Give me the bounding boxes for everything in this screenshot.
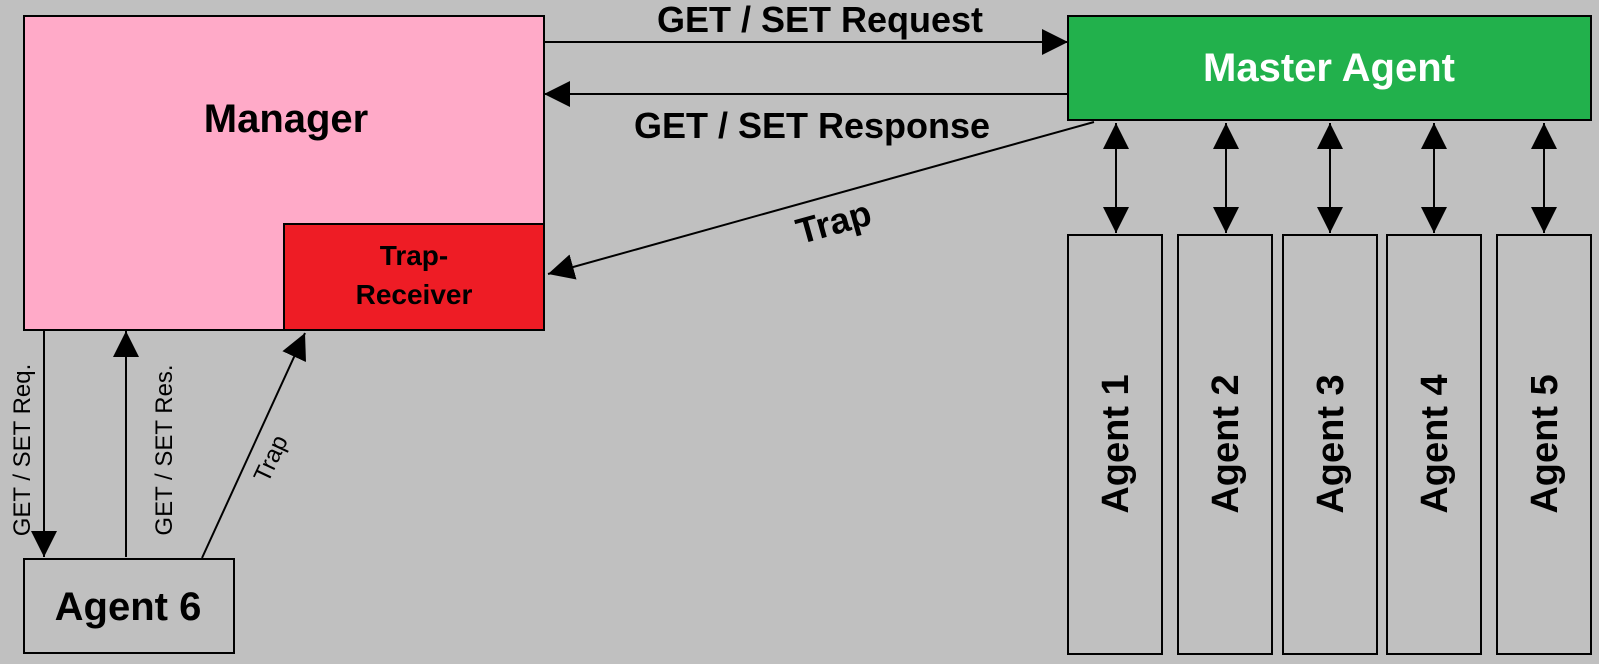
trap-master-label: Trap (792, 192, 876, 252)
agent-column-2[interactable]: Agent 2 (1177, 234, 1273, 655)
agent-1-label: Agent 1 (1095, 374, 1137, 513)
agent-column-5[interactable]: Agent 5 (1496, 234, 1592, 655)
master-agent-label: Master Agent (1203, 46, 1455, 90)
agent-6-label: Agent 6 (55, 585, 202, 629)
get-set-response-label: GET / SET Response (634, 105, 990, 146)
trap-receiver-box[interactable] (283, 223, 545, 331)
master-agent-box[interactable] (1067, 15, 1592, 121)
get-set-request-label: GET / SET Request (657, 0, 983, 40)
trap-agent6-arrow (201, 332, 306, 559)
agent-column-1[interactable]: Agent 1 (1067, 234, 1163, 655)
agent-4-label: Agent 4 (1414, 374, 1456, 513)
agent-6-box[interactable] (23, 558, 235, 654)
get-set-req-label: GET / SET Req. (9, 364, 36, 537)
agent-column-3[interactable]: Agent 3 (1282, 234, 1378, 655)
trap-receiver-label-line2: Receiver (356, 279, 473, 310)
agent-2-label: Agent 2 (1205, 374, 1247, 513)
trap-receiver-label-line1: Trap- (380, 240, 448, 271)
agent-column-4[interactable]: Agent 4 (1386, 234, 1482, 655)
agent-3-label: Agent 3 (1310, 374, 1352, 513)
manager-label: Manager (204, 97, 369, 141)
get-set-res-label: GET / SET Res. (151, 364, 178, 535)
agent-5-label: Agent 5 (1524, 374, 1566, 513)
trap-master-arrow (547, 121, 1095, 280)
